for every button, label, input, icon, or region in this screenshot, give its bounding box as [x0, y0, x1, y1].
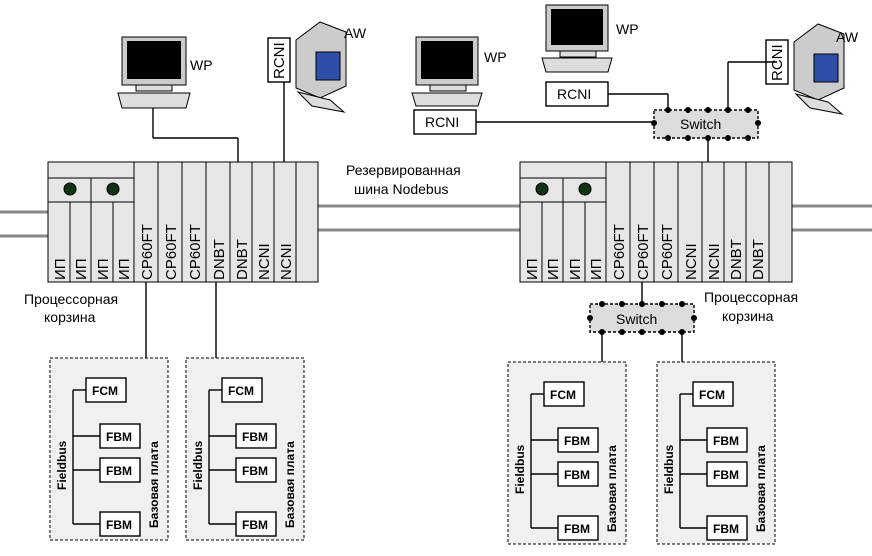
module-label: DNBT	[728, 239, 745, 280]
fbm-label: FBM	[713, 468, 739, 482]
fieldbus-group: FCM FBM FBM FBM Fieldbus Базовая плата	[185, 357, 305, 541]
module-label: CP60FT	[611, 224, 628, 280]
nodebus-lines	[0, 204, 872, 238]
fbm-box	[706, 427, 748, 453]
fbm-box	[235, 457, 277, 483]
fieldbus-label: Fieldbus	[191, 440, 205, 490]
fcm-label: FCM	[92, 384, 118, 398]
switch-top: Switch	[651, 107, 761, 141]
module-label: DNBT	[750, 239, 767, 280]
fcm-box	[85, 377, 127, 403]
fbm-box	[99, 511, 141, 537]
fieldbus-label: Fieldbus	[513, 444, 527, 494]
module-label: ИП	[73, 258, 90, 280]
baseplate-label: Базовая плата	[605, 445, 619, 532]
module-label: ИП	[588, 258, 605, 280]
switch-label: Switch	[680, 116, 721, 132]
module-label: NCNI	[683, 243, 700, 280]
fieldbus-label: Fieldbus	[55, 440, 69, 490]
fbm-box	[235, 511, 277, 537]
module-label: ИП	[95, 258, 112, 280]
fbm-box	[706, 461, 748, 487]
module-label: CP60FT	[139, 224, 156, 280]
module-label: CP60FT	[659, 224, 676, 280]
rcni-label: RCNI	[769, 44, 786, 81]
fbm-label: FBM	[106, 430, 132, 444]
module-label: CP60FT	[187, 224, 204, 280]
fbm-label: FBM	[564, 522, 590, 536]
fbm-box	[557, 461, 599, 487]
module-label: ИП	[524, 258, 541, 280]
fcm-box	[221, 377, 263, 403]
fbm-label: FBM	[242, 518, 268, 532]
fbm-label: FBM	[106, 464, 132, 478]
nodebus-label-2: шина Nodebus	[354, 181, 449, 197]
fieldbus-group: FCM FBM FBM FBM Fieldbus Базовая плата	[656, 361, 776, 545]
module-label: CP60FT	[163, 224, 180, 280]
wp-workstation-right-2: WP	[541, 4, 639, 73]
fcm-box	[692, 381, 734, 407]
fcm-box	[543, 381, 585, 407]
basket-label-right-2: корзина	[722, 308, 774, 324]
fbm-box	[557, 515, 599, 541]
basket-label-left-2: корзина	[44, 309, 96, 325]
switch-bottom: Switch	[587, 301, 697, 335]
module-label: NCNI	[278, 243, 295, 280]
wp-label: WP	[484, 49, 507, 65]
aw-workstation-right: RCNI AW	[765, 23, 859, 115]
module-label: ИП	[545, 258, 562, 280]
switch-label: Switch	[616, 311, 657, 327]
aw-workstation-left: RCNI AW	[267, 21, 367, 113]
module-label: ИП	[116, 258, 133, 280]
module-label: ИП	[567, 258, 584, 280]
fbm-box	[99, 423, 141, 449]
fieldbus-group: FCM FBM FBM FBM Fieldbus Базовая плата	[49, 357, 169, 541]
aw-label: AW	[344, 25, 367, 41]
fcm-label: FCM	[550, 388, 576, 402]
baseplate-label: Базовая плата	[283, 441, 297, 528]
baseplate-label: Базовая плата	[147, 441, 161, 528]
fbm-box	[99, 457, 141, 483]
fieldbus-group: FCM FBM FBM FBM Fieldbus Базовая плата	[507, 361, 627, 545]
fcm-label: FCM	[699, 388, 725, 402]
fbm-box	[706, 515, 748, 541]
wp-workstation-right-1: WP	[411, 36, 507, 107]
fbm-label: FBM	[242, 430, 268, 444]
rcni-label: RCNI	[557, 86, 591, 102]
wp-label: WP	[190, 57, 213, 73]
rcni-label: RCNI	[425, 114, 459, 130]
wp-workstation-left: WP	[117, 36, 213, 109]
fbm-box	[235, 423, 277, 449]
baseplate-label: Базовая плата	[754, 445, 768, 532]
module-label: DNBT	[211, 239, 228, 280]
module-label: ИП	[52, 258, 69, 280]
fbm-label: FBM	[242, 464, 268, 478]
fbm-box	[557, 427, 599, 453]
fbm-label: FBM	[713, 522, 739, 536]
basket-label-left-1: Процессорная	[24, 291, 118, 307]
aw-label: AW	[836, 29, 859, 45]
module-label: DNBT	[234, 239, 251, 280]
rcni-label: RCNI	[271, 42, 288, 79]
fieldbus-label: Fieldbus	[662, 444, 676, 494]
module-label: NCNI	[256, 243, 273, 280]
fcm-label: FCM	[228, 384, 254, 398]
fbm-label: FBM	[564, 468, 590, 482]
fbm-label: FBM	[564, 434, 590, 448]
fbm-label: FBM	[713, 434, 739, 448]
module-label: NCNI	[706, 243, 723, 280]
fbm-label: FBM	[106, 518, 132, 532]
wp-label: WP	[616, 21, 639, 37]
nodebus-label-1: Резервированная	[346, 162, 461, 178]
module-label: CP60FT	[635, 224, 652, 280]
basket-label-right-1: Процессорная	[704, 289, 798, 305]
